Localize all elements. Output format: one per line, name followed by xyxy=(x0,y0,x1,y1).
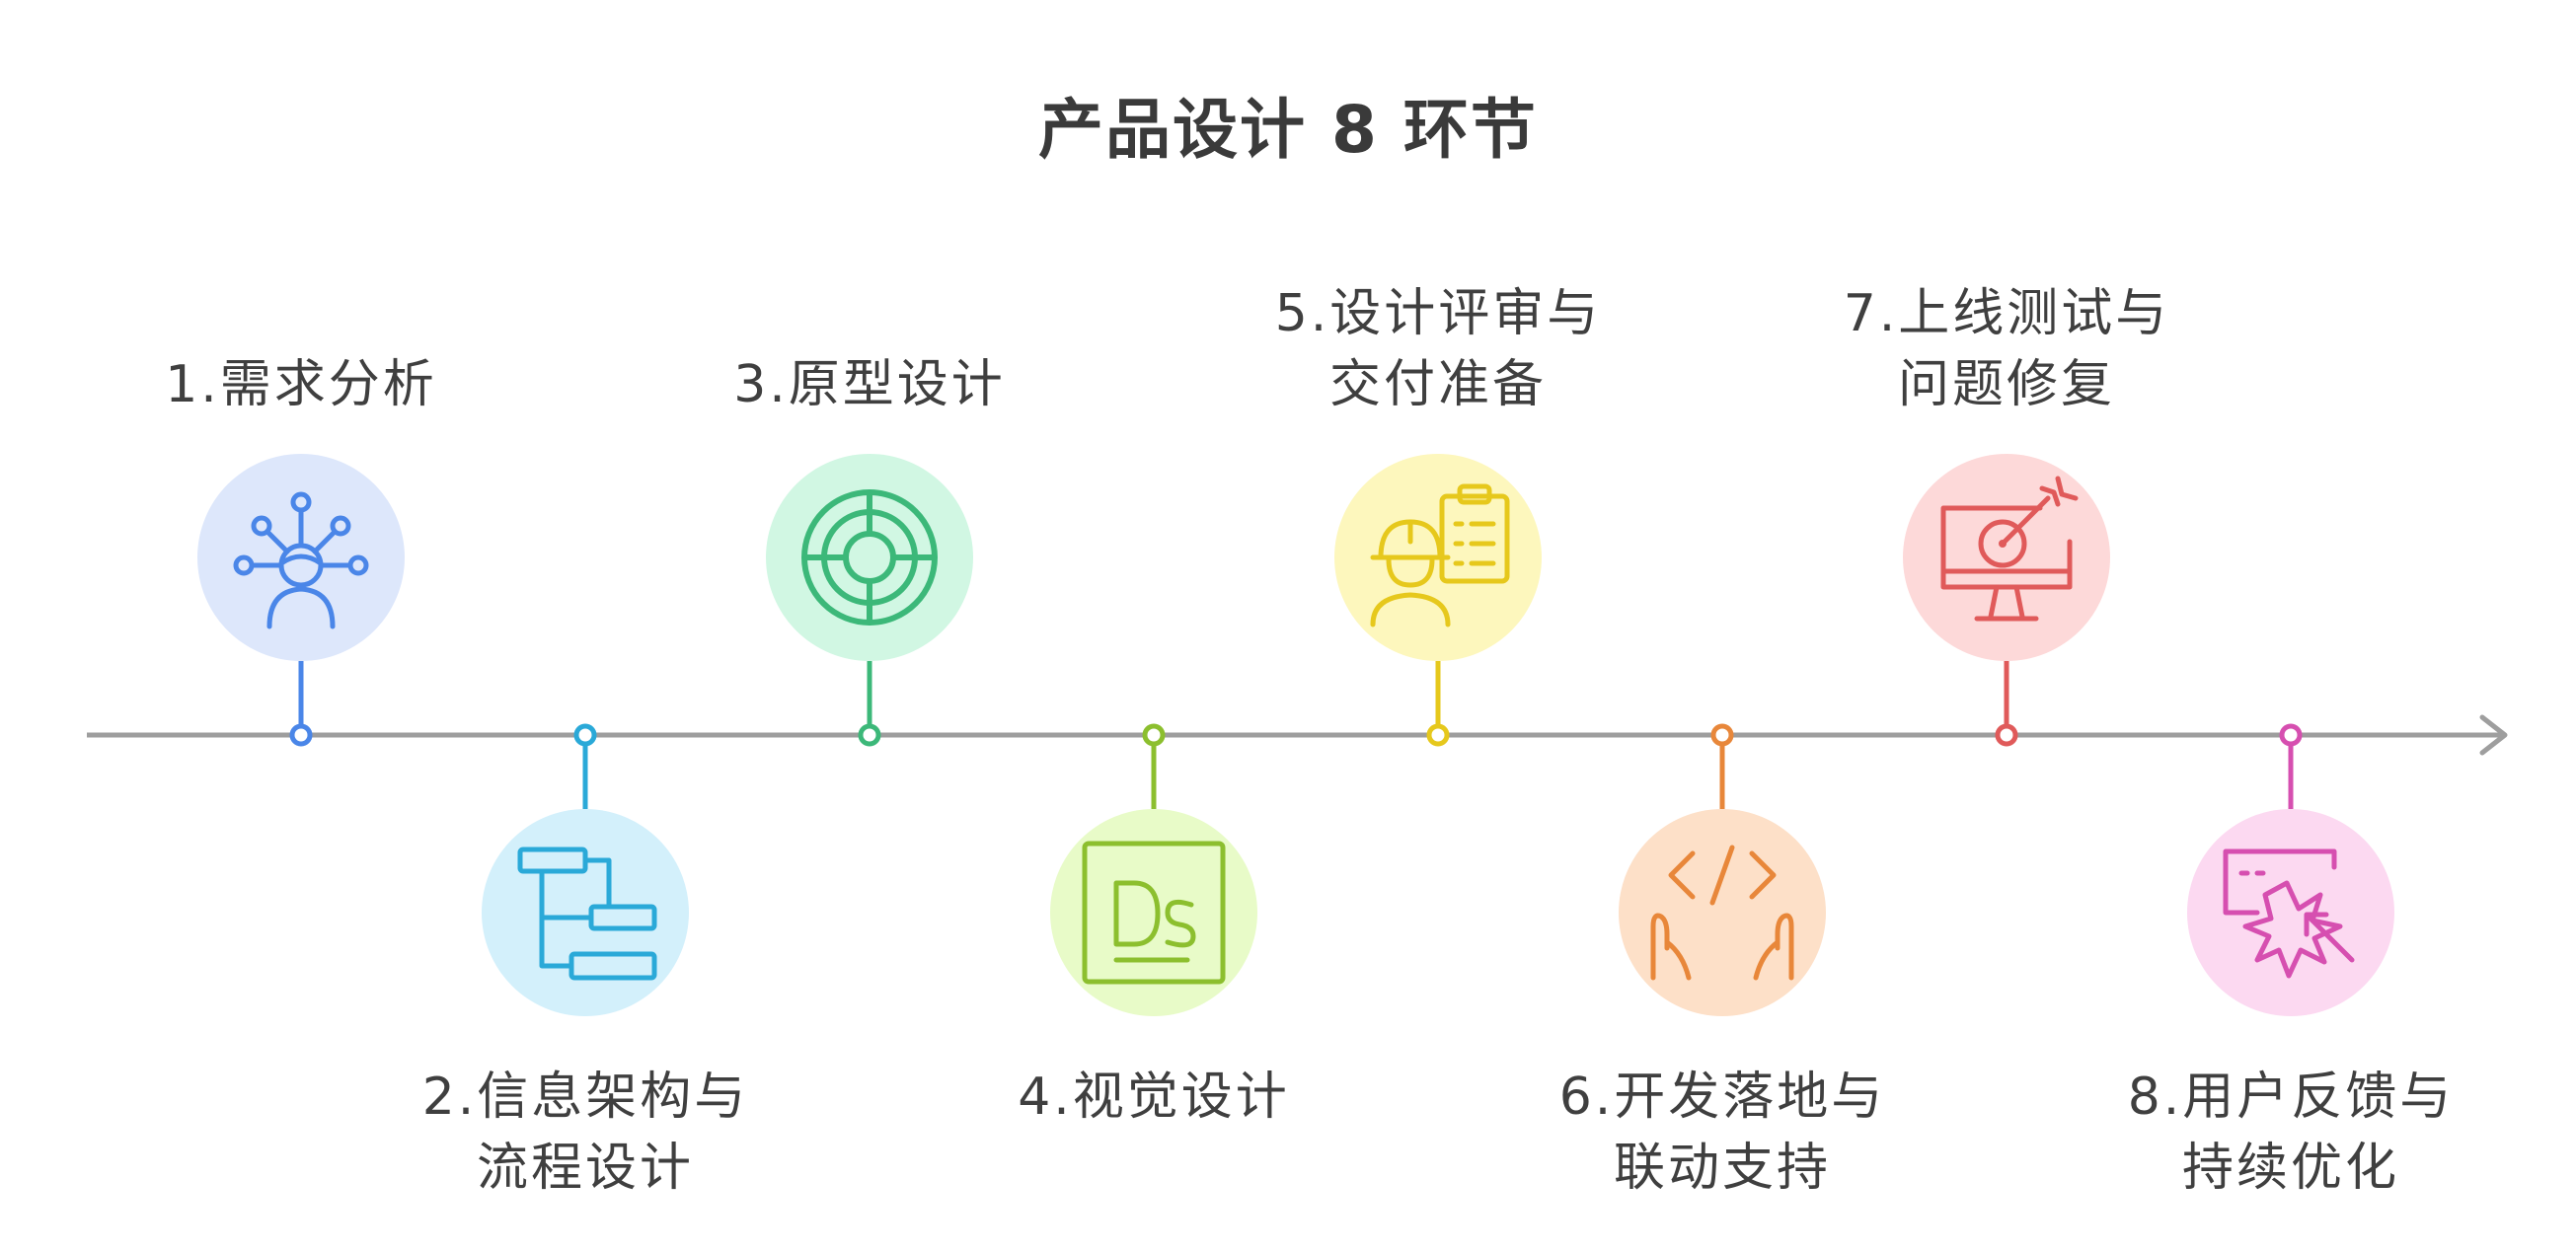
label-line: 7.上线测试与 xyxy=(1843,284,2170,343)
step-1-label: 1.需求分析 xyxy=(165,355,437,414)
code-hands-icon xyxy=(1650,845,1794,981)
label-line: 5.设计评审与 xyxy=(1274,284,1602,343)
timeline-node xyxy=(2279,723,2303,747)
timeline-node xyxy=(289,723,313,747)
timeline-node xyxy=(1995,723,2018,747)
step-8-label: 8.用户反馈与持续优化 xyxy=(2059,1062,2523,1204)
step-3-label: 3.原型设计 xyxy=(733,355,1006,414)
label-line: 2.信息架构与 xyxy=(421,1068,749,1127)
step-4 xyxy=(1050,723,1257,1016)
label-line: 6.开发落地与 xyxy=(1558,1068,1886,1127)
step-6 xyxy=(1619,723,1826,1016)
design-app-icon xyxy=(1082,841,1226,985)
icon-badge xyxy=(2187,809,2394,1016)
click-burst-icon xyxy=(2223,848,2355,979)
step-2-label: 2.信息架构与流程设计 xyxy=(353,1062,817,1204)
monitor-target-icon xyxy=(1940,476,2079,622)
label-line: 联动支持 xyxy=(1613,1139,1831,1198)
icon-badge xyxy=(482,809,689,1016)
person-network-icon xyxy=(233,491,369,629)
icon-badge xyxy=(766,454,973,661)
step-7-label: 7.上线测试与问题修复 xyxy=(1775,278,2238,420)
page-title: 产品设计 8 环节 xyxy=(1038,92,1538,168)
worker-clipboard-icon xyxy=(1370,483,1510,627)
icon-badge xyxy=(1619,809,1826,1016)
label-line: 流程设计 xyxy=(476,1139,694,1198)
step-3 xyxy=(766,454,973,747)
step-8 xyxy=(2187,723,2394,1016)
timeline-node xyxy=(573,723,597,747)
label-line: 持续优化 xyxy=(2181,1139,2399,1198)
flowchart-icon xyxy=(517,847,657,981)
step-7 xyxy=(1903,454,2110,747)
icon-badge xyxy=(1050,809,1257,1016)
timeline-arrowhead xyxy=(2479,714,2508,756)
step-6-label: 6.开发落地与联动支持 xyxy=(1490,1062,1954,1204)
step-5 xyxy=(1334,454,1542,747)
timeline-node xyxy=(1426,723,1450,747)
step-5-label: 5.设计评审与交付准备 xyxy=(1206,278,1670,420)
icon-badge xyxy=(1903,454,2110,661)
timeline-node xyxy=(858,723,881,747)
label-line: 8.用户反馈与 xyxy=(2127,1068,2455,1127)
timeline-node xyxy=(1142,723,1166,747)
circular-maze-icon xyxy=(801,489,938,626)
label-line: 问题修复 xyxy=(1897,355,2115,414)
label-line: 交付准备 xyxy=(1328,355,1547,414)
step-1 xyxy=(197,454,405,747)
timeline-node xyxy=(1710,723,1734,747)
step-2 xyxy=(482,723,689,1016)
step-4-label: 4.视觉设计 xyxy=(1018,1068,1290,1127)
